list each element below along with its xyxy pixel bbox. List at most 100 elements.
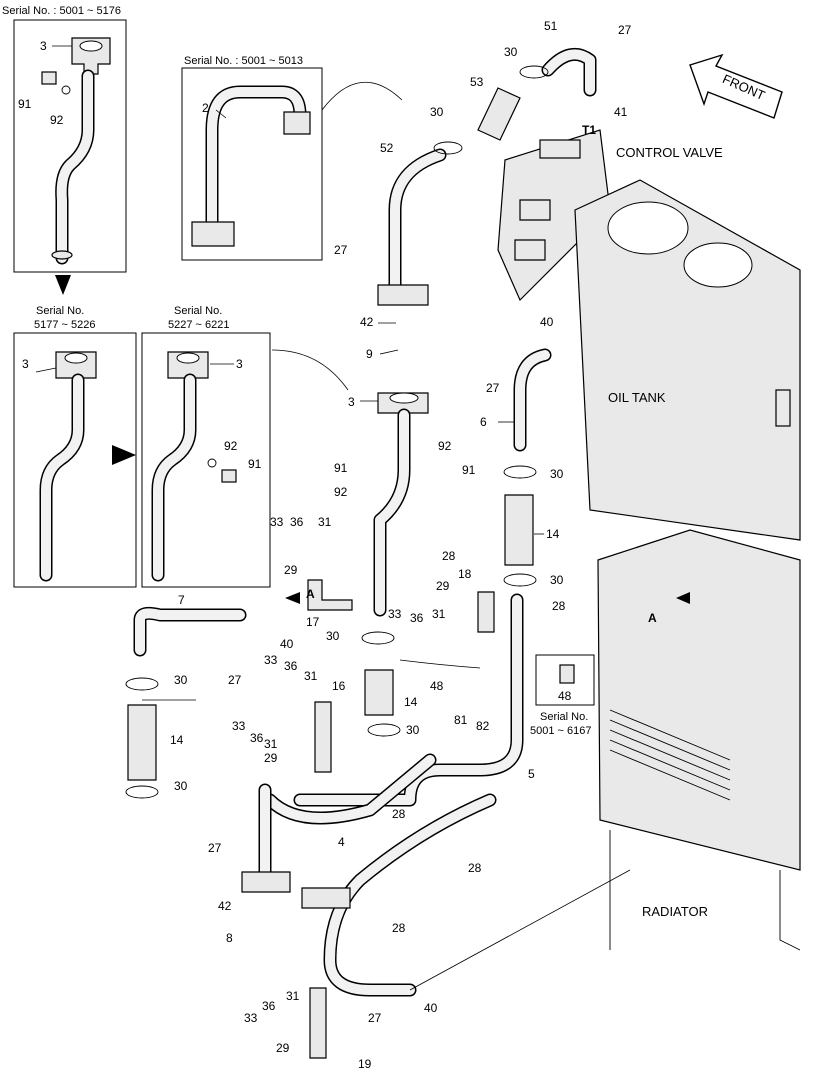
oil-tank-label: OIL TANK — [608, 390, 666, 405]
callout-92: 92 — [50, 113, 64, 127]
callout-31: 31 — [264, 737, 278, 751]
callout-91: 91 — [334, 461, 348, 475]
callout-9: 9 — [366, 347, 373, 361]
callout-91: 91 — [462, 463, 476, 477]
t1-label: T1 — [582, 123, 596, 137]
part-callouts: 3 91 92 2 3 3 92 91 51 27 30 53 41 30 52… — [18, 19, 632, 1071]
callout-91: 91 — [18, 97, 32, 111]
callout-82: 82 — [476, 719, 490, 733]
serial-label-sensor-1: Serial No. — [540, 711, 588, 723]
callout-18: 18 — [458, 567, 472, 581]
serial-label-mid-mid-1: Serial No. — [174, 305, 222, 317]
view-a-label-left: A — [306, 587, 315, 601]
inset-panel-serial-5001-5176 — [13, 19, 127, 273]
callout-27: 27 — [228, 673, 242, 687]
callout-36: 36 — [262, 999, 276, 1013]
callout-30: 30 — [504, 45, 518, 59]
callout-31: 31 — [432, 607, 446, 621]
callout-29: 29 — [436, 579, 450, 593]
inset-panel-serial-5177-5226 — [13, 332, 137, 588]
callout-6: 6 — [480, 415, 487, 429]
callout-7: 7 — [178, 593, 185, 607]
callout-29: 29 — [264, 751, 278, 765]
control-valve-label: CONTROL VALVE — [616, 145, 723, 160]
piping-assembly — [125, 47, 690, 1059]
callout-8: 8 — [226, 931, 233, 945]
callout-42: 42 — [360, 315, 374, 329]
callout-30: 30 — [430, 105, 444, 119]
front-arrow-icon — [689, 53, 783, 119]
callout-3: 3 — [40, 39, 47, 53]
callout-81: 81 — [454, 713, 468, 727]
callout-3: 3 — [236, 357, 243, 371]
plug-icon — [41, 71, 57, 85]
callout-53: 53 — [470, 75, 484, 89]
callout-4: 4 — [338, 835, 345, 849]
callout-19: 19 — [358, 1057, 372, 1071]
callout-2: 2 — [202, 101, 209, 115]
radiator-drawing — [597, 529, 801, 951]
callout-40: 40 — [280, 637, 294, 651]
inset-panel-serial-5001-5013 — [181, 67, 403, 261]
callout-29: 29 — [284, 563, 298, 577]
serial-label-sensor-2: 5001 ~ 6167 — [530, 725, 591, 737]
callout-30: 30 — [174, 673, 188, 687]
callout-36: 36 — [290, 515, 304, 529]
callout-30: 30 — [174, 779, 188, 793]
callout-3: 3 — [22, 357, 29, 371]
callout-27: 27 — [486, 381, 500, 395]
callout-28: 28 — [442, 549, 456, 563]
callout-51: 51 — [544, 19, 558, 33]
callout-36: 36 — [250, 731, 264, 745]
callout-14: 14 — [170, 733, 184, 747]
callout-91: 91 — [248, 457, 262, 471]
callout-48: 48 — [558, 689, 572, 703]
serial-label-mid-left-2: 5177 ~ 5226 — [34, 319, 95, 331]
callout-31: 31 — [286, 989, 300, 1003]
callout-31: 31 — [304, 669, 318, 683]
oil-tank-drawing — [574, 179, 801, 541]
serial-label-mid-left-1: Serial No. — [36, 305, 84, 317]
callout-30: 30 — [326, 629, 340, 643]
o-ring-icon — [61, 85, 71, 95]
callout-27: 27 — [618, 23, 632, 37]
callout-33: 33 — [270, 515, 284, 529]
radiator-label: RADIATOR — [642, 904, 708, 919]
callout-29: 29 — [276, 1041, 290, 1055]
callout-41: 41 — [614, 105, 628, 119]
callout-30: 30 — [406, 723, 420, 737]
callout-33: 33 — [244, 1011, 258, 1025]
callout-17: 17 — [306, 615, 320, 629]
callout-92: 92 — [334, 485, 348, 499]
callout-42: 42 — [218, 899, 232, 913]
callout-31: 31 — [318, 515, 332, 529]
callout-3: 3 — [348, 395, 355, 409]
callout-40: 40 — [424, 1001, 438, 1015]
callout-33: 33 — [232, 719, 246, 733]
callout-33: 33 — [264, 653, 278, 667]
callout-30: 30 — [550, 573, 564, 587]
serial-labels: Serial No. : 5001 ~ 5176 Serial No. : 50… — [2, 5, 591, 737]
down-arrow-icon — [55, 275, 71, 295]
bracket-16 — [314, 701, 332, 773]
serial-label-top-mid: Serial No. : 5001 ~ 5013 — [184, 55, 303, 67]
callout-36: 36 — [410, 611, 424, 625]
callout-14: 14 — [404, 695, 418, 709]
callout-28: 28 — [552, 599, 566, 613]
callout-27: 27 — [334, 243, 348, 257]
serial-label-top-left: Serial No. : 5001 ~ 5176 — [2, 5, 121, 17]
callout-27: 27 — [368, 1011, 382, 1025]
right-arrow-icon — [112, 445, 136, 465]
view-a-label-right: A — [648, 611, 657, 625]
callout-40: 40 — [540, 315, 554, 329]
inset-panel-serial-5227-6221 — [141, 332, 349, 588]
callout-92: 92 — [438, 439, 452, 453]
callout-33: 33 — [388, 607, 402, 621]
callout-52: 52 — [380, 141, 394, 155]
leader-lines — [35, 45, 544, 701]
callout-27: 27 — [208, 841, 222, 855]
callout-48: 48 — [430, 679, 444, 693]
callout-30: 30 — [550, 467, 564, 481]
callout-28: 28 — [392, 807, 406, 821]
